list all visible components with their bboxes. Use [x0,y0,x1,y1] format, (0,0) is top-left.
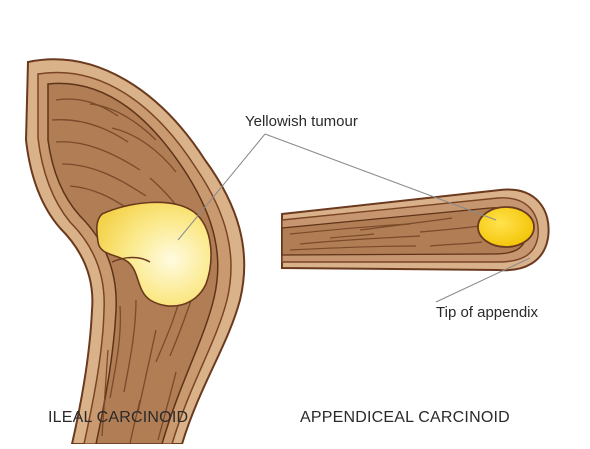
leader-line-tip-of-appendix [435,257,531,303]
appendiceal-tumour [477,206,535,248]
appendix-folds [289,217,483,251]
ileum-segment [24,58,246,445]
ileal-tumour [96,201,212,307]
caption-ileal-carcinoid: ILEAL CARCINOID [48,409,189,426]
ileum-folds [51,98,197,445]
label-yellowish-tumour: Yellowish tumour [245,113,358,130]
leader-line-appendiceal-tumour [264,133,497,221]
leader-line-ileal-tumour [177,133,266,241]
leader-lines [177,133,531,303]
appendix-segment [281,188,550,272]
label-tip-of-appendix: Tip of appendix [436,304,539,321]
caption-appendiceal-carcinoid: APPENDICEAL CARCINOID [300,409,510,426]
